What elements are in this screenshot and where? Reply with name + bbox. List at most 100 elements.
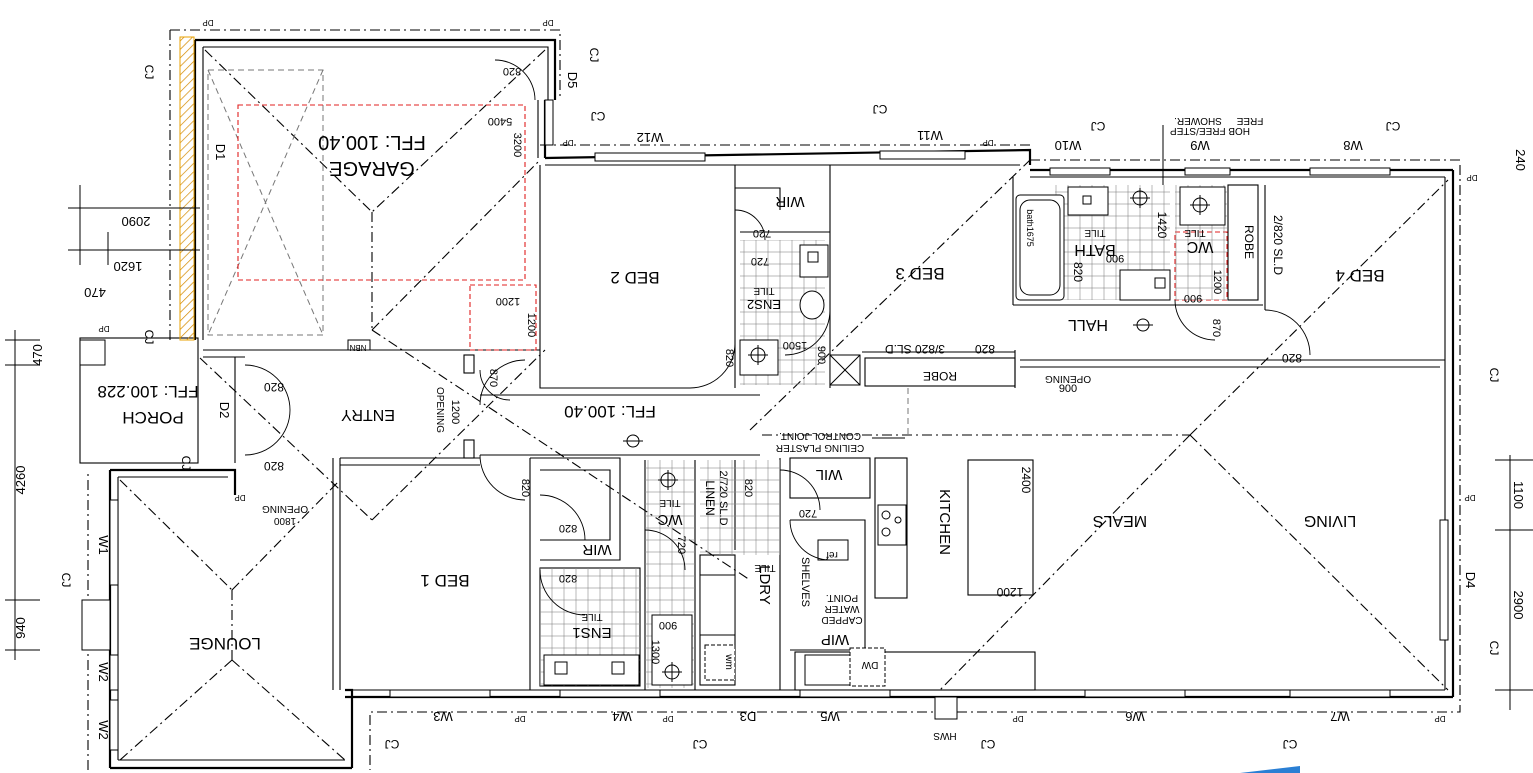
note-bath-size: bath1675 [1025,209,1035,247]
room-wir-bed2: WIR [775,193,804,210]
note-tile-ens1: TILE [581,611,602,622]
dim-left-470a: 470 [84,285,106,300]
dim-right-240: 240 [1513,149,1528,171]
dim-left-4260: 4260 [13,466,28,495]
room-ens1: ENS1 [572,624,611,641]
door-d1: D1 [213,144,228,161]
dim-bed4-820: 820 [1282,351,1302,365]
house-ffl: FFL: 100.40 [564,402,656,421]
room-robe-upper: ROBE [1242,225,1256,259]
dim-wc-1200: 1200 [1211,270,1223,294]
garage-ffl: FFL: 100.40 [318,131,426,153]
note-tile-wc: TILE [1184,227,1205,238]
door-swings [244,59,1311,616]
dim-bed3-820: 820 [975,342,995,356]
window-w2b: W2 [96,720,111,740]
window-w9: W9 [1190,138,1210,153]
note-capped: CAPPED [821,614,862,625]
window-w1: W1 [96,535,111,555]
window-frames [81,99,1449,751]
room-meals: MEALS [1093,512,1147,529]
dim-entry-820b: 820 [264,459,284,473]
dim-garage-5400: 5400 [488,115,512,127]
dim-bath-820: 820 [1071,262,1085,282]
room-wip: WIP [821,631,849,648]
dim-ens1-900: 900 [659,619,677,631]
room-labels: GARAGE FFL: 100.40 BED 2 BED 3 BED 4 BED… [97,131,1384,653]
dim-bath-1420: 1420 [1155,212,1169,239]
room-bed3: BED 3 [895,264,944,283]
cj-9: CJ [59,573,73,588]
window-w6: W6 [1125,709,1145,724]
dp-6: DP [1464,493,1475,502]
dp-7: DP [1434,714,1445,723]
note-nbn: NBN [349,343,366,352]
room-robe-mid: ROBE [923,369,957,383]
window-w3: W3 [433,709,453,724]
window-w12: W12 [637,130,664,145]
notes: HOB FREE/STEP FREE SHOWER. CEILING PLAST… [262,115,1285,741]
note-tile-bath: TILE [1084,227,1105,238]
room-lounge: LOUNGE [189,634,261,653]
cj-4: CJ [873,102,888,116]
dim-ldry-820: 820 [742,479,754,497]
note-water: WATER [825,603,860,614]
note-sld-ldry: 2/720 SL.D [717,470,729,525]
room-ens2: ENS2 [747,297,781,312]
window-w7: W7 [1330,709,1350,724]
note-shower: SHOWER. [1174,115,1222,126]
window-w4: W4 [612,709,632,724]
dim-ens2-1500: 1500 [783,339,807,351]
dim-820-garage: 820 [503,65,521,77]
dim-island-2400: 2400 [1019,467,1033,494]
note-sld-bed3: 3/820 SL.D [885,342,945,356]
downpipe-markers: DP DP DP DP DP DP DP DP DP DP DP DP [98,18,1477,723]
note-free: FREE [1236,115,1263,126]
dimension-lines [5,185,1533,710]
door-d5: D5 [565,72,580,89]
door-d2: D2 [217,402,232,419]
dim-1200b: 1200 [525,313,537,337]
shower-symbols [623,188,1210,682]
note-tile-ldry: TILE [754,562,775,573]
room-entry: ENTRY [341,406,395,423]
dim-left-940: 940 [13,617,28,639]
dp-11: DP [98,324,109,333]
room-living: LIVING [1304,512,1356,529]
window-w5: W5 [820,709,840,724]
room-wc-lower: WC [657,511,682,528]
dim-opening-900: 900 [1059,383,1077,395]
garage-wall-hatch [179,36,195,341]
dim-wc-900: 900 [1184,292,1202,304]
note-point: POINT. [826,592,858,603]
fixtures [79,186,1226,720]
room-wir-bed1: WIR [582,541,611,558]
door-d4: D4 [1463,572,1478,589]
note-hws: HWS [933,730,957,741]
garage-car-outline [207,69,324,336]
dp-3: DP [562,138,573,147]
dp-1: DP [202,18,213,27]
corner-accent [1240,766,1300,773]
dim-wir-720: 720 [753,227,771,239]
dp-12: DP [234,493,245,502]
note-ref: ref [826,549,838,560]
cj-11: CJ [1487,641,1501,656]
dim-island-1200: 1200 [996,585,1023,599]
cj-12: CJ [385,737,400,751]
room-hall: HALL [1068,316,1108,333]
room-garage: GARAGE [329,157,415,179]
dim-wir1-820: 820 [559,522,577,534]
porch-ffl: FFL: 100.228 [97,382,198,401]
dp-5: DP [1466,173,1477,182]
dim-left-2090: 2090 [122,214,151,229]
window-w10: W10 [1055,138,1082,153]
cj-5: CJ [1091,119,1106,133]
dim-right-1100: 1100 [1511,481,1526,509]
cj-10: CJ [1487,368,1501,383]
note-dw: DW [861,659,878,670]
room-wc-upper: WC [1187,238,1214,255]
dp-10: DP [514,714,525,723]
note-wm: wm [723,653,734,670]
window-w2a: W2 [96,662,111,682]
